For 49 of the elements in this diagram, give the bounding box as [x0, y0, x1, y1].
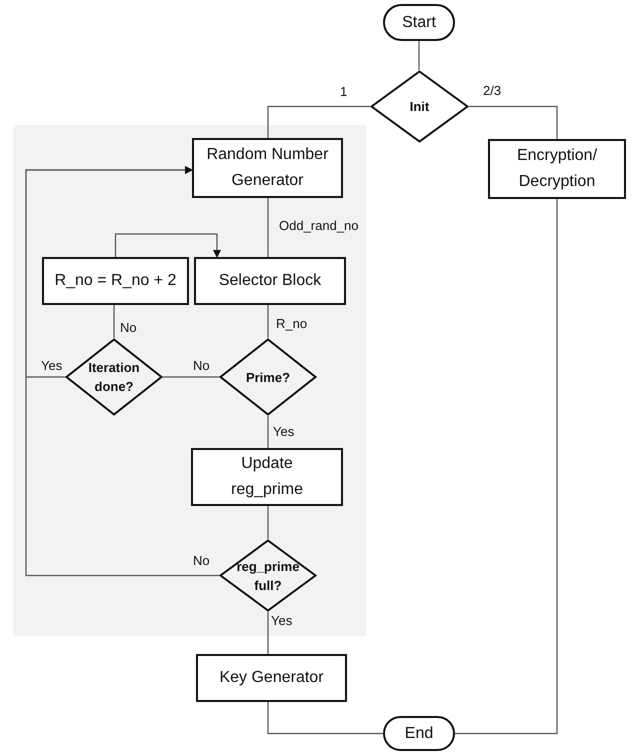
process-box — [191, 448, 343, 506]
node-label: R_no = R_no + 2 — [54, 271, 178, 291]
edge-label: 2/3 — [482, 83, 502, 98]
connector-line — [267, 305, 269, 338]
edge-label: Odd_rand_no — [278, 218, 360, 233]
connector-line — [455, 199, 558, 734]
edge-label: No — [119, 320, 138, 335]
connector-line — [267, 106, 370, 138]
connector-line — [469, 106, 558, 139]
edge-label: Yes — [272, 424, 296, 439]
process-box — [194, 257, 346, 305]
node-label: Selector Block — [218, 271, 322, 291]
node-label: Start — [401, 12, 437, 32]
connector-line — [267, 416, 269, 448]
node-label: Key Generator — [218, 668, 325, 688]
decision-label: Iteration done? — [87, 359, 141, 396]
connector-line — [163, 376, 219, 378]
decision-label: reg_prime full? — [236, 558, 300, 594]
decision-diamond — [65, 338, 163, 416]
decision-diamond — [219, 539, 317, 612]
process-box — [192, 138, 343, 198]
edge-label: Yes — [40, 358, 64, 373]
connector-line — [418, 41, 420, 70]
edge-label: Yes — [270, 613, 294, 628]
arrow — [114, 233, 221, 258]
connector-line — [267, 198, 269, 257]
process-box — [488, 139, 626, 199]
decision-label: Prime? — [244, 368, 292, 386]
edge-label: R_no — [275, 316, 308, 331]
node-label: Encryption/ Decryption — [516, 146, 598, 192]
arrow — [25, 166, 219, 576]
edge-label: No — [192, 358, 211, 373]
connector-line — [113, 305, 115, 338]
node-label: Random Number Generator — [206, 145, 330, 191]
decision-diamond — [370, 70, 469, 143]
edge-label: 1 — [339, 84, 348, 99]
process-box — [196, 654, 347, 702]
terminal-box — [383, 4, 455, 41]
node-label: Update reg_prime — [230, 454, 304, 500]
connector-line — [267, 702, 383, 734]
terminal-box — [383, 716, 455, 751]
edge-label: No — [192, 553, 211, 568]
node-label: End — [404, 724, 434, 744]
decision-diamond — [219, 338, 317, 416]
decision-label: Init — [408, 98, 430, 116]
connector-line — [267, 506, 269, 539]
process-box — [42, 257, 189, 305]
connector-line — [267, 612, 269, 654]
group-panel — [13, 125, 366, 636]
